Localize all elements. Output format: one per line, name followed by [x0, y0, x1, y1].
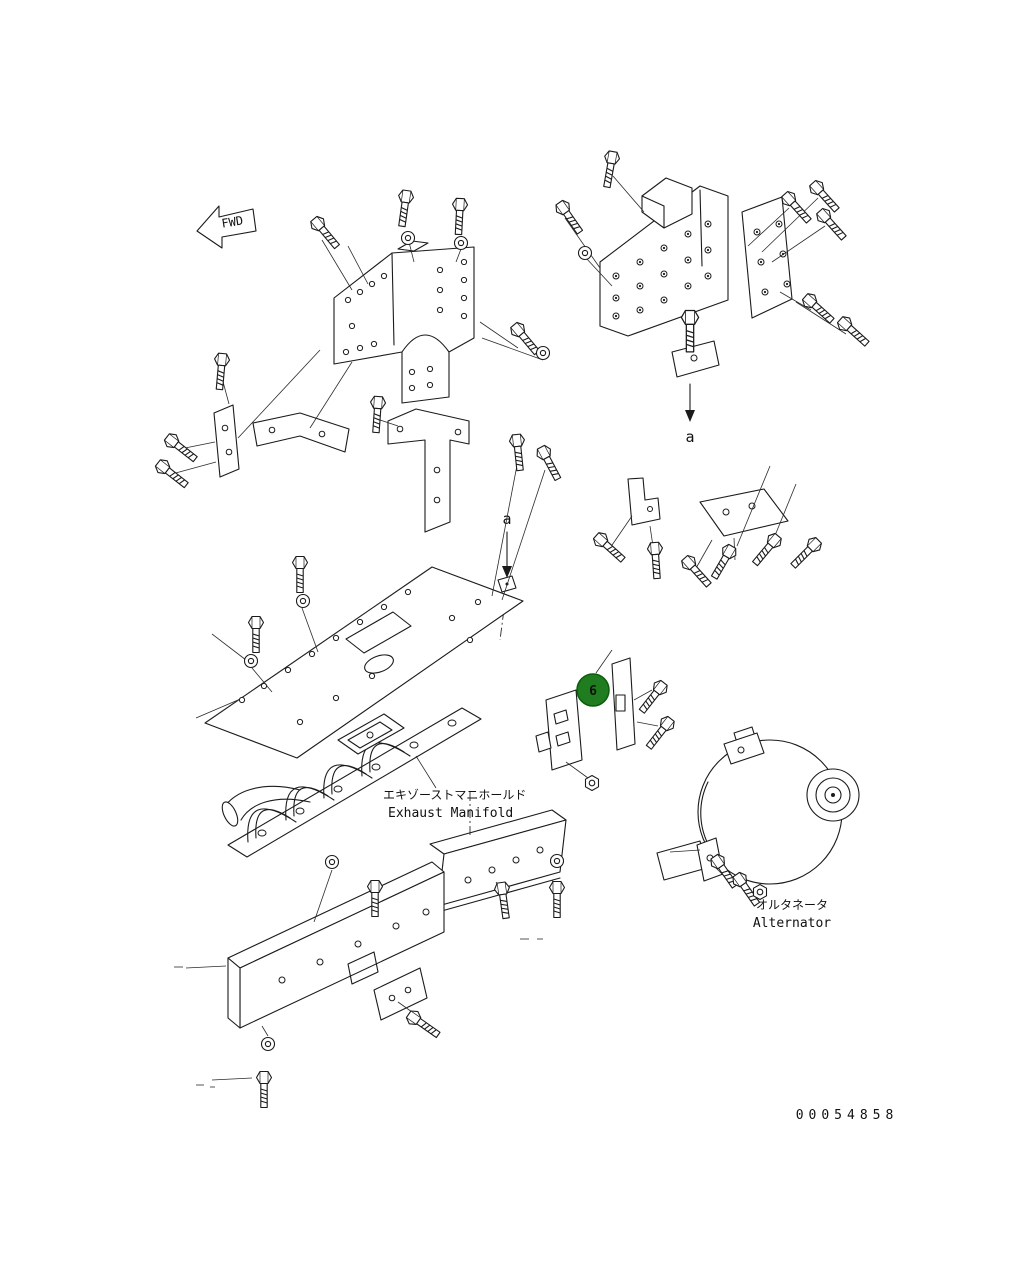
bolt [813, 205, 850, 244]
bolt [834, 313, 873, 350]
callout-6-circle[interactable] [576, 673, 610, 707]
washer [453, 235, 469, 251]
ref-a-top-label: a [685, 428, 694, 446]
bolt [508, 433, 529, 472]
fasteners-low [255, 677, 768, 1109]
bolt [247, 615, 265, 654]
bolt [646, 541, 666, 580]
fwd-arrow: FWD [196, 205, 257, 249]
bolt [533, 443, 566, 484]
bolt [255, 1070, 273, 1109]
callout-6-number: 6 [589, 684, 597, 699]
washer [400, 230, 416, 246]
washer [260, 1036, 276, 1052]
fwd-label: FWD [221, 213, 245, 230]
nut [584, 774, 600, 792]
callout-6-group: 6 [535, 649, 636, 771]
bolt [707, 542, 740, 582]
leader-lines [171, 175, 847, 1081]
view-ref-a-mid: a [497, 510, 517, 641]
right-mid-brackets [627, 477, 789, 537]
bolt [393, 188, 415, 228]
bolt [367, 395, 387, 434]
washer [535, 345, 551, 361]
top-right-plates [599, 177, 793, 378]
bolt [787, 534, 825, 572]
axis-marks [174, 938, 543, 1088]
bolt [590, 529, 629, 566]
drawing-number: 00054858 [796, 1108, 899, 1123]
bolt [598, 149, 622, 189]
bolt [161, 430, 201, 466]
bolt [291, 555, 309, 594]
bolt [635, 677, 671, 717]
bolt [211, 352, 231, 391]
bolt [152, 456, 192, 492]
bolt [799, 290, 838, 327]
bolt [450, 197, 469, 236]
bolt [493, 880, 515, 920]
washer [324, 854, 340, 870]
alternator-label-jp: オルタネータ [756, 898, 828, 912]
bolt [678, 552, 715, 591]
alternator-label-en: Alternator [753, 916, 831, 931]
bottom-cover [227, 861, 445, 1029]
bolt [403, 1007, 444, 1042]
top-plate [204, 566, 524, 759]
manifold-label-en: Exhaust Manifold [388, 806, 513, 821]
washer [549, 853, 565, 869]
u-bracket [387, 408, 470, 533]
bolt [642, 713, 678, 753]
washer [295, 593, 311, 609]
bolt [552, 197, 587, 238]
exhaust-manifold: エキゾーストマニホールド Exhaust Manifold [221, 707, 526, 858]
view-ref-a-top: a [685, 383, 695, 446]
bolt [748, 530, 785, 569]
washer [577, 245, 593, 261]
mid-left-brackets [213, 404, 350, 478]
manifold-label-jp: エキゾーストマニホールド [383, 788, 526, 802]
nut [752, 883, 768, 901]
callout-6[interactable]: 6 [576, 673, 610, 707]
top-cover [333, 240, 475, 404]
bolt [548, 880, 566, 919]
washer [243, 653, 259, 669]
